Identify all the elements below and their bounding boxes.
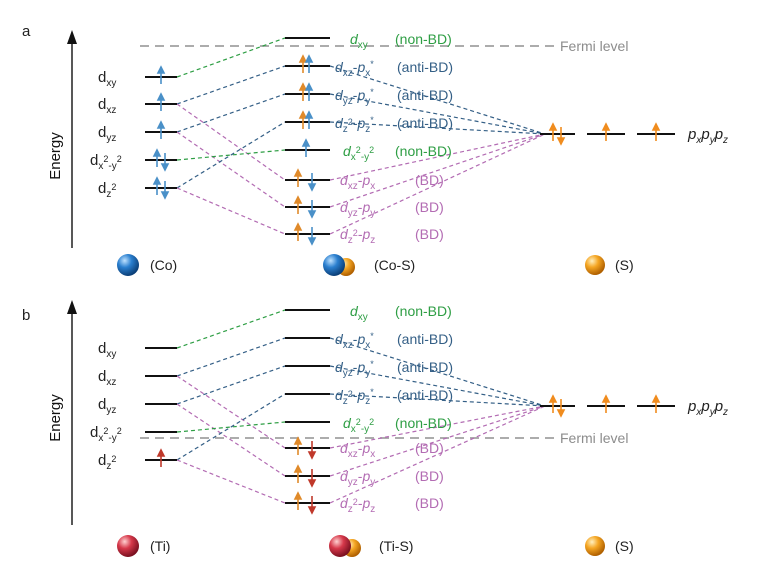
svg-text:dyz-py*: dyz-py* (335, 359, 374, 379)
s-sphere-b (585, 536, 605, 556)
tis-ti-sphere (329, 535, 351, 557)
s-sphere-a (585, 255, 605, 275)
cos-electrons (293, 54, 317, 246)
svg-text:dyz-py: dyz-py (340, 468, 375, 488)
cos-label-dz2-pz: dz2-pz (340, 226, 375, 246)
cos-bond-dyz-py-anti: (anti-BD) (397, 87, 453, 103)
cos-bond-dxz-px-anti: (anti-BD) (397, 59, 453, 75)
tis-bond-dxz-px: (BD) (415, 440, 444, 456)
svg-text:dxz-px*: dxz-px* (335, 331, 374, 351)
fermi-label-b: Fermi level (560, 430, 628, 446)
cos-label-dxy: dxy (350, 31, 368, 51)
panel-b: b Energy Fermi level (22, 300, 728, 557)
energy-axis-arrowhead-b (67, 300, 77, 314)
s-p-label-b: pxpypz (687, 398, 728, 418)
tis-bond-dxz-px-anti: (anti-BD) (397, 331, 453, 347)
cos-bond-dxy: (non-BD) (395, 31, 452, 47)
cos-label-dz2-pz-anti: dz2-pz* (335, 115, 374, 135)
co-label-dxy: dxy (98, 69, 116, 89)
cos-bond-dz2-pz-anti: (anti-BD) (397, 115, 453, 131)
cos-label-dxz-px: dxz-px (340, 172, 375, 192)
panel-a-letter: a (22, 23, 31, 40)
cos-level-labels: dxy (non-BD) dxz-px* (anti-BD) dyz-py* (… (335, 31, 453, 246)
cos-label-dx2y2: dx2-y2 (343, 143, 374, 163)
cos-bond-dz2-pz: (BD) (415, 226, 444, 242)
svg-text:dxy: dxy (350, 303, 368, 323)
s-atom-label-b: (S) (615, 538, 634, 554)
ti-electrons (156, 448, 166, 467)
panel-a: a Energy Fermi level (22, 23, 728, 276)
connections-b (176, 309, 546, 504)
tis-bond-dz2-pz-anti: (anti-BD) (397, 387, 453, 403)
co-electrons (152, 65, 170, 200)
cos-bond-dyz-py: (BD) (415, 199, 444, 215)
s-electrons-b (548, 394, 661, 418)
svg-text:dz2-pz*: dz2-pz* (335, 387, 374, 407)
svg-text:dz2-pz: dz2-pz (340, 495, 375, 515)
co-sphere (117, 254, 139, 276)
connections-a (176, 37, 546, 235)
ti-levels (145, 347, 177, 461)
cos-bond-dxz-px: (BD) (415, 172, 444, 188)
ti-orbital-labels: dxy dxz dyz dx2-y2 dz2 (90, 340, 122, 472)
panel-b-letter: b (22, 307, 30, 324)
cos-co-sphere (323, 254, 345, 276)
cos-label-dyz-py: dyz-py (340, 199, 375, 219)
tis-bond-dx2y2: (non-BD) (395, 415, 452, 431)
tis-label: (Ti-S) (379, 538, 413, 554)
tis-bond-dxy: (non-BD) (395, 303, 452, 319)
svg-text:dz2: dz2 (98, 452, 116, 472)
energy-label-b: Energy (47, 394, 64, 442)
cos-label-dyz-py-anti: dyz-py* (335, 87, 374, 107)
cos-label-dxz-px-anti: dxz-px* (335, 59, 374, 79)
s-p-label-a: pxpypz (687, 126, 728, 146)
co-label-dyz: dyz (98, 124, 116, 144)
co-label-dx2y2: dx2-y2 (90, 152, 122, 172)
fermi-label-a: Fermi level (560, 38, 628, 54)
cos-label: (Co-S) (374, 257, 415, 273)
svg-text:dxy: dxy (98, 340, 116, 360)
co-levels (145, 76, 177, 189)
energy-label-a: Energy (47, 132, 64, 180)
svg-text:dx2-y2: dx2-y2 (343, 415, 374, 435)
svg-text:dx2-y2: dx2-y2 (90, 424, 122, 444)
svg-text:dxz-px: dxz-px (340, 440, 375, 460)
tis-bond-dz2-pz: (BD) (415, 495, 444, 511)
tis-levels (285, 309, 330, 504)
svg-text:dxz: dxz (98, 368, 116, 388)
s-electrons-a (548, 122, 661, 146)
s-atom-label-a: (S) (615, 257, 634, 273)
tis-bond-dyz-py: (BD) (415, 468, 444, 484)
co-orbital-labels: dxy dxz dyz dx2-y2 dz2 (90, 69, 122, 200)
co-label-dz2: dz2 (98, 180, 116, 200)
energy-axis-arrowhead-a (67, 30, 77, 44)
cos-bond-dx2y2: (non-BD) (395, 143, 452, 159)
co-atom-label: (Co) (150, 257, 177, 273)
cos-levels (285, 37, 330, 235)
ti-atom-label: (Ti) (150, 538, 170, 554)
co-label-dxz: dxz (98, 96, 116, 116)
tis-bond-dyz-py-anti: (anti-BD) (397, 359, 453, 375)
ti-sphere (117, 535, 139, 557)
tis-electrons (293, 436, 317, 515)
tis-level-labels: dxy (non-BD) dxz-px* (anti-BD) dyz-py* (… (335, 303, 453, 515)
svg-text:dyz: dyz (98, 396, 116, 416)
